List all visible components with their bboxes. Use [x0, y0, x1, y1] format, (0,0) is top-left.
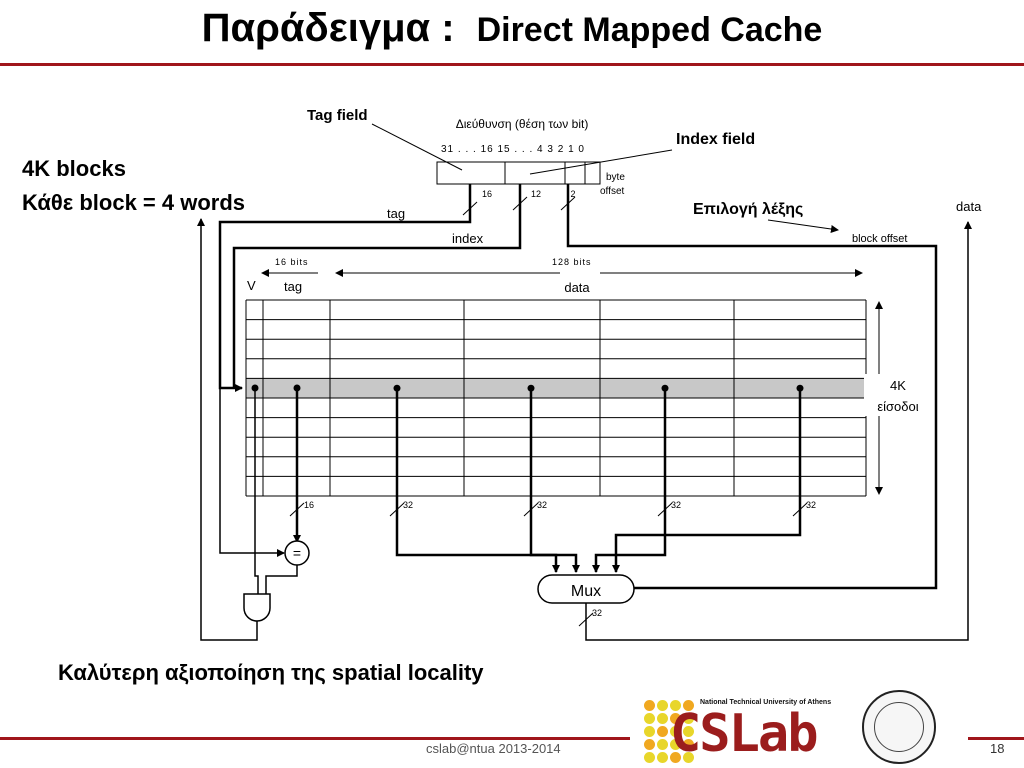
cache-table	[245, 299, 867, 497]
logo-dot	[683, 726, 694, 737]
index-bus-slash	[512, 196, 528, 211]
ntua-seal-icon	[862, 690, 936, 764]
tag-field-pointer	[371, 123, 463, 171]
word-bus-bits: 32	[403, 500, 413, 510]
word-bus-bits: 32	[537, 500, 547, 510]
footer-text: cslab@ntua 2013-2014	[426, 741, 561, 756]
word-select-arrow	[767, 219, 839, 233]
address-register: Διεύθυνση (θέση των bit) 31 . . . 16 15 …	[436, 117, 625, 199]
word-bus-bits: 32	[671, 500, 681, 510]
logo-dot	[644, 726, 655, 737]
footer-rule-left	[0, 737, 630, 740]
tag-bus-line	[218, 184, 472, 392]
logo-dot	[670, 700, 681, 711]
entries-word: είσοδοι	[877, 399, 918, 414]
entries-count: 4K	[890, 378, 906, 393]
logo-dot	[670, 713, 681, 724]
selected-cache-row	[246, 378, 866, 398]
mux-label: Mux	[571, 583, 601, 600]
mux-out-bits: 32	[592, 608, 602, 618]
title-english: Direct Mapped Cache	[476, 11, 823, 49]
index-bus-line	[232, 184, 522, 388]
note-blocks: 4K blocks	[22, 156, 126, 181]
word-bus-line	[529, 388, 580, 573]
logo-dot	[670, 739, 681, 750]
mux-out-slash	[578, 612, 594, 627]
address-caption: Διεύθυνση (θέση των bit)	[456, 117, 589, 131]
tag-bits-under: 16	[482, 189, 492, 199]
logo-dot	[683, 713, 694, 724]
note-spatial-locality: Καλύτερη αξιοποίηση της spatial locality	[58, 660, 484, 685]
word-bus-slash	[523, 502, 539, 517]
offset-bits-under: 2	[570, 189, 575, 199]
valid-col-label: V	[247, 278, 256, 293]
index-bits-under: 12	[531, 189, 541, 199]
logo-dot	[670, 726, 681, 737]
footer-rule-right	[968, 737, 1024, 740]
word-buses: 32 32 32 32	[389, 384, 816, 573]
logo-dot	[683, 700, 694, 711]
data-output-label: data	[956, 199, 982, 214]
word-bus-line	[592, 388, 667, 573]
cslab-logo: National Technical University of Athens …	[640, 690, 970, 766]
byte-offset-line1: byte	[606, 172, 625, 183]
tag-bus-slash	[462, 201, 478, 216]
logo-dot	[657, 713, 668, 724]
word-bus-slash	[657, 502, 673, 517]
logo-university: National Technical University of Athens	[700, 699, 832, 706]
logo-dot	[644, 713, 655, 724]
comparator-symbol: =	[293, 545, 301, 561]
cache-diagram: Διεύθυνση (θέση των bit) 31 . . . 16 15 …	[197, 107, 982, 641]
byte-offset-line2: offset	[600, 186, 624, 197]
hit-and-gate	[243, 593, 271, 622]
compare-to-and-line	[265, 565, 298, 594]
title-greek: Παράδειγμα :	[201, 6, 455, 50]
data-width-label: 128 bits	[552, 257, 592, 267]
logo-dot	[683, 752, 694, 763]
entries-label-bg	[864, 374, 928, 416]
tag-field-label: Tag field	[307, 107, 368, 124]
block-offset-slash	[560, 196, 576, 211]
title-rule	[0, 63, 1024, 66]
logo-dot	[657, 700, 668, 711]
index-bus-label: index	[452, 231, 484, 246]
page-number: 18	[990, 741, 1005, 756]
valid-bit-tap	[251, 384, 259, 392]
note-block-size: Κάθε block = 4 words	[22, 190, 246, 215]
tag-out-bits: 16	[304, 500, 314, 510]
word-bus-line	[395, 388, 560, 573]
address-tag-compare-line	[219, 388, 285, 557]
slide-title: Παράδειγμα : Direct Mapped Cache	[0, 6, 1024, 51]
logo-dot	[657, 739, 668, 750]
word-select-label: Επιλογή λέξης	[693, 201, 803, 218]
logo-dot	[644, 739, 655, 750]
block-offset-line	[566, 184, 938, 590]
tag-width-label: 16 bits	[275, 257, 309, 267]
logo-dot	[670, 752, 681, 763]
word-bus-line	[612, 388, 802, 573]
valid-bit-line	[254, 388, 259, 594]
word-bus-bits: 32	[806, 500, 816, 510]
block-offset-label: block offset	[852, 233, 907, 245]
word-bus-slash	[389, 502, 405, 517]
logo-wordmark: CSLab	[670, 704, 819, 764]
hit-output-line	[197, 218, 258, 641]
logo-dot	[657, 752, 668, 763]
logo-dot	[644, 752, 655, 763]
tag-bus-label: tag	[387, 206, 405, 221]
tag-out-slash	[289, 502, 305, 517]
tag-out-tap	[293, 384, 301, 392]
logo-dot	[683, 739, 694, 750]
tag-col-label: tag	[284, 279, 302, 294]
mux-output-line	[585, 221, 972, 641]
logo-dot	[657, 726, 668, 737]
index-field-label: Index field	[676, 131, 755, 148]
data-col-label: data	[564, 280, 590, 295]
address-box	[436, 161, 601, 185]
index-field-pointer	[529, 149, 673, 175]
word-bus-slash	[792, 502, 808, 517]
logo-dot	[644, 700, 655, 711]
bit-positions: 31 . . . 16 15 . . . 4 3 2 1 0	[441, 144, 585, 155]
